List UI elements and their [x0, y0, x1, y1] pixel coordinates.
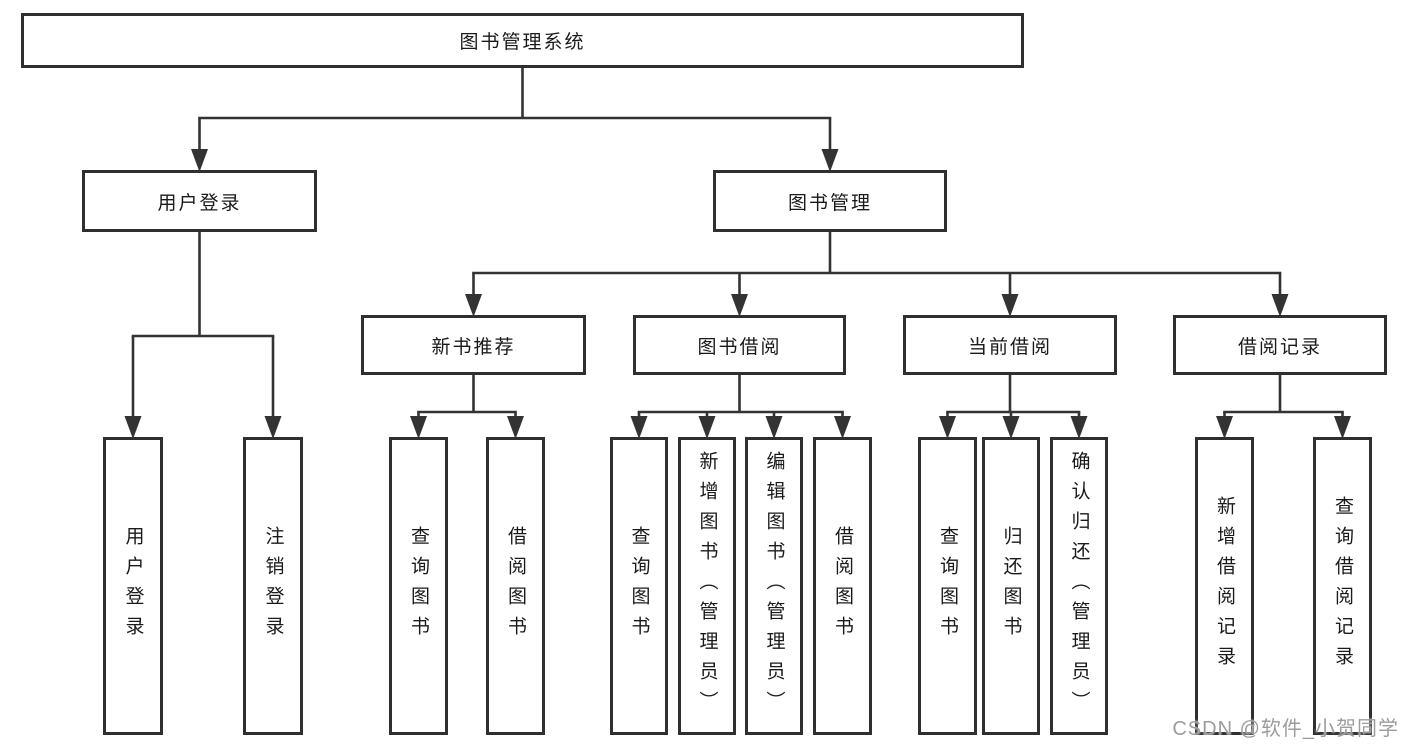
- arrowhead-new-book-rec: [465, 294, 482, 317]
- node-borrow-records: 借阅记录: [1173, 315, 1387, 375]
- node-leaf-logout: 注销登录: [243, 437, 303, 735]
- arrowhead-leaf-query-record: [1334, 416, 1351, 439]
- arrowhead-leaf-edit-book: [765, 416, 783, 439]
- node-label: 归还图书: [1000, 526, 1022, 646]
- arrowhead-leaf-confirm-return: [1070, 416, 1088, 439]
- node-user-login: 用户登录: [82, 170, 317, 232]
- arrowhead-book-mgmt: [821, 149, 839, 172]
- arrowhead-leaf-query-book-3: [939, 416, 956, 439]
- node-label: 注销登录: [262, 526, 284, 646]
- node-label: 查询图书: [628, 526, 650, 646]
- arrowhead-leaf-borrow-book-2: [834, 416, 851, 439]
- arrowhead-user-login: [191, 149, 208, 172]
- arrowhead-leaf-query-book-2: [630, 416, 648, 439]
- node-label: 借阅图书: [505, 526, 526, 646]
- node-leaf-return-book: 归还图书: [982, 437, 1040, 735]
- node-label: 图书管理: [787, 192, 872, 214]
- node-leaf-query-record: 查询借阅记录: [1313, 437, 1372, 735]
- node-label: 查询图书: [937, 526, 958, 646]
- node-leaf-query-book-3: 查询图书: [918, 437, 977, 735]
- node-leaf-borrow-book-1: 借阅图书: [486, 437, 545, 735]
- node-leaf-edit-book: 编辑图书（管理员）: [745, 437, 803, 735]
- node-leaf-confirm-return: 确认归还（管理员）: [1050, 437, 1108, 735]
- node-label: 借阅记录: [1237, 336, 1322, 358]
- arrowhead-borrow-records: [1271, 294, 1289, 317]
- arrowhead-current-borrow: [1001, 294, 1019, 317]
- arrowhead-leaf-query-book-1: [410, 416, 427, 439]
- arrowhead-leaf-borrow-book-1: [507, 416, 524, 439]
- node-label: 当前借阅: [967, 336, 1052, 358]
- node-book-borrow: 图书借阅: [633, 315, 846, 375]
- node-label: 新增借阅记录: [1214, 496, 1235, 676]
- arrowhead-leaf-logout: [264, 416, 282, 439]
- node-label: 确认归还（管理员）: [1068, 451, 1090, 721]
- node-label: 用户登录: [157, 192, 242, 214]
- node-book-mgmt: 图书管理: [713, 170, 947, 232]
- node-new-book-rec: 新书推荐: [361, 315, 586, 375]
- arrowhead-leaf-user-login: [124, 416, 142, 439]
- node-leaf-query-book-1: 查询图书: [389, 437, 448, 735]
- node-label: 查询借阅记录: [1332, 496, 1353, 676]
- node-label: 新增图书（管理员）: [696, 451, 718, 721]
- node-label: 编辑图书（管理员）: [763, 451, 785, 721]
- arrowhead-leaf-return-book: [1002, 416, 1020, 439]
- node-label: 查询图书: [408, 526, 429, 646]
- node-label: 用户登录: [122, 526, 144, 646]
- node-leaf-user-login: 用户登录: [103, 437, 163, 735]
- node-label: 图书借阅: [697, 336, 782, 358]
- node-label: 新书推荐: [431, 336, 516, 358]
- node-root: 图书管理系统: [21, 13, 1024, 68]
- arrowhead-leaf-add-book: [698, 416, 716, 439]
- node-leaf-query-book-2: 查询图书: [610, 437, 668, 735]
- arrowhead-book-borrow: [731, 294, 748, 317]
- node-current-borrow: 当前借阅: [903, 315, 1117, 375]
- watermark: CSDN @软件_小贺同学: [1172, 718, 1399, 740]
- node-leaf-add-book: 新增图书（管理员）: [678, 437, 736, 735]
- arrowhead-leaf-add-record: [1216, 416, 1233, 439]
- node-leaf-add-record: 新增借阅记录: [1195, 437, 1254, 735]
- node-label: 借阅图书: [832, 526, 853, 646]
- node-leaf-borrow-book-2: 借阅图书: [813, 437, 872, 735]
- node-label: 图书管理系统: [459, 32, 586, 53]
